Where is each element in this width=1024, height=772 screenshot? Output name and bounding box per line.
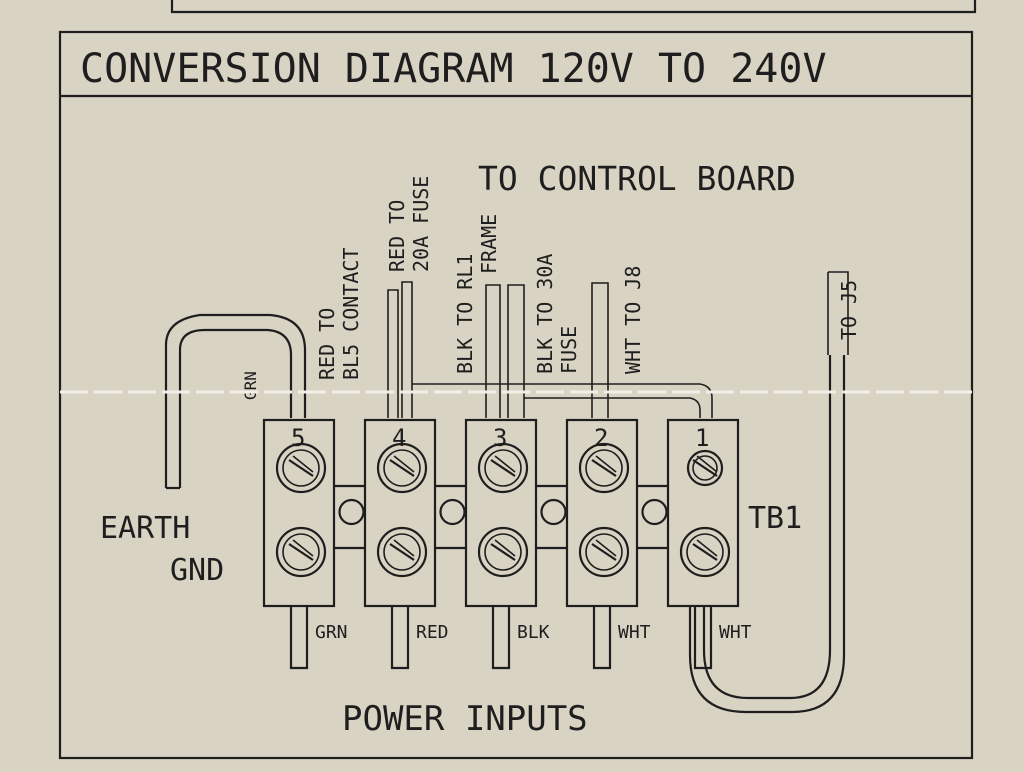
wire-color-label: RED (416, 622, 449, 643)
wire-color-label: GRN (315, 622, 348, 643)
blk-fuse-label-line1: BLK TO 30A (533, 254, 557, 374)
screw-icon[interactable] (275, 442, 327, 494)
terminal-number: 3 (493, 424, 507, 452)
earth-ground-wire-outer (164, 313, 307, 488)
power-input-wire (693, 606, 713, 670)
wire-color-label: WHT (719, 622, 752, 643)
diagram-frame (58, 30, 974, 760)
screw-icon[interactable] (477, 526, 529, 578)
terminal-separator (637, 484, 668, 550)
red-bl5-label-line2: BL5 CONTACT (339, 248, 363, 380)
terminal-separator (536, 484, 567, 550)
power-input-wire (491, 606, 511, 670)
screw-icon[interactable] (275, 526, 327, 578)
screw-icon[interactable] (686, 449, 724, 487)
to-control-board-label: TO CONTROL BOARD (478, 159, 796, 198)
screw-icon[interactable] (578, 526, 630, 578)
blk-rl1-label-line1: BLK TO RL1 (453, 254, 477, 374)
terminal-number: 5 (291, 424, 305, 452)
terminal-number: 4 (392, 424, 406, 452)
red-bl5-label-line1: RED TO (315, 308, 339, 380)
diagram-title: CONVERSION DIAGRAM 120V TO 240V (80, 46, 827, 92)
red-fuse-label-line1: RED TO (385, 200, 409, 272)
blk-rl1-label-line2: FRAME (477, 214, 501, 274)
terminal-number: 1 (695, 424, 709, 452)
screw-icon[interactable] (376, 442, 428, 494)
power-input-wire (390, 606, 410, 670)
red-fuse-label-line2: 20A FUSE (409, 176, 433, 272)
mounting-hole (540, 498, 567, 526)
grn-top-label: GRN (241, 371, 260, 400)
power-input-wire (289, 606, 309, 670)
wire-color-label: WHT (618, 622, 651, 643)
screw-icon[interactable] (679, 526, 731, 578)
power-inputs-label: POWER INPUTS (342, 699, 588, 739)
earth-ground-wire-inner (178, 328, 293, 488)
screw-icon[interactable] (376, 526, 428, 578)
wht-j8-label: WHT TO J8 (621, 266, 645, 374)
screw-icon[interactable] (578, 442, 630, 494)
wire-color-label: BLK (517, 622, 550, 643)
mounting-hole (338, 498, 365, 526)
blk-fuse-label-line2: FUSE (557, 326, 581, 374)
to-j5-label: TO J5 (837, 280, 861, 340)
terminal-separator (435, 484, 466, 550)
earth-label: EARTH (100, 511, 190, 546)
control-board-wires (387, 271, 849, 714)
terminal-separator (334, 484, 365, 550)
power-input-wire (592, 606, 612, 670)
screw-icon[interactable] (477, 442, 529, 494)
mounting-hole (641, 498, 668, 526)
upper-panel-border (170, 0, 977, 14)
mounting-hole (439, 498, 466, 526)
gnd-label: GND (170, 553, 224, 588)
terminal-number: 2 (594, 424, 608, 452)
tb1-label: TB1 (748, 501, 802, 536)
